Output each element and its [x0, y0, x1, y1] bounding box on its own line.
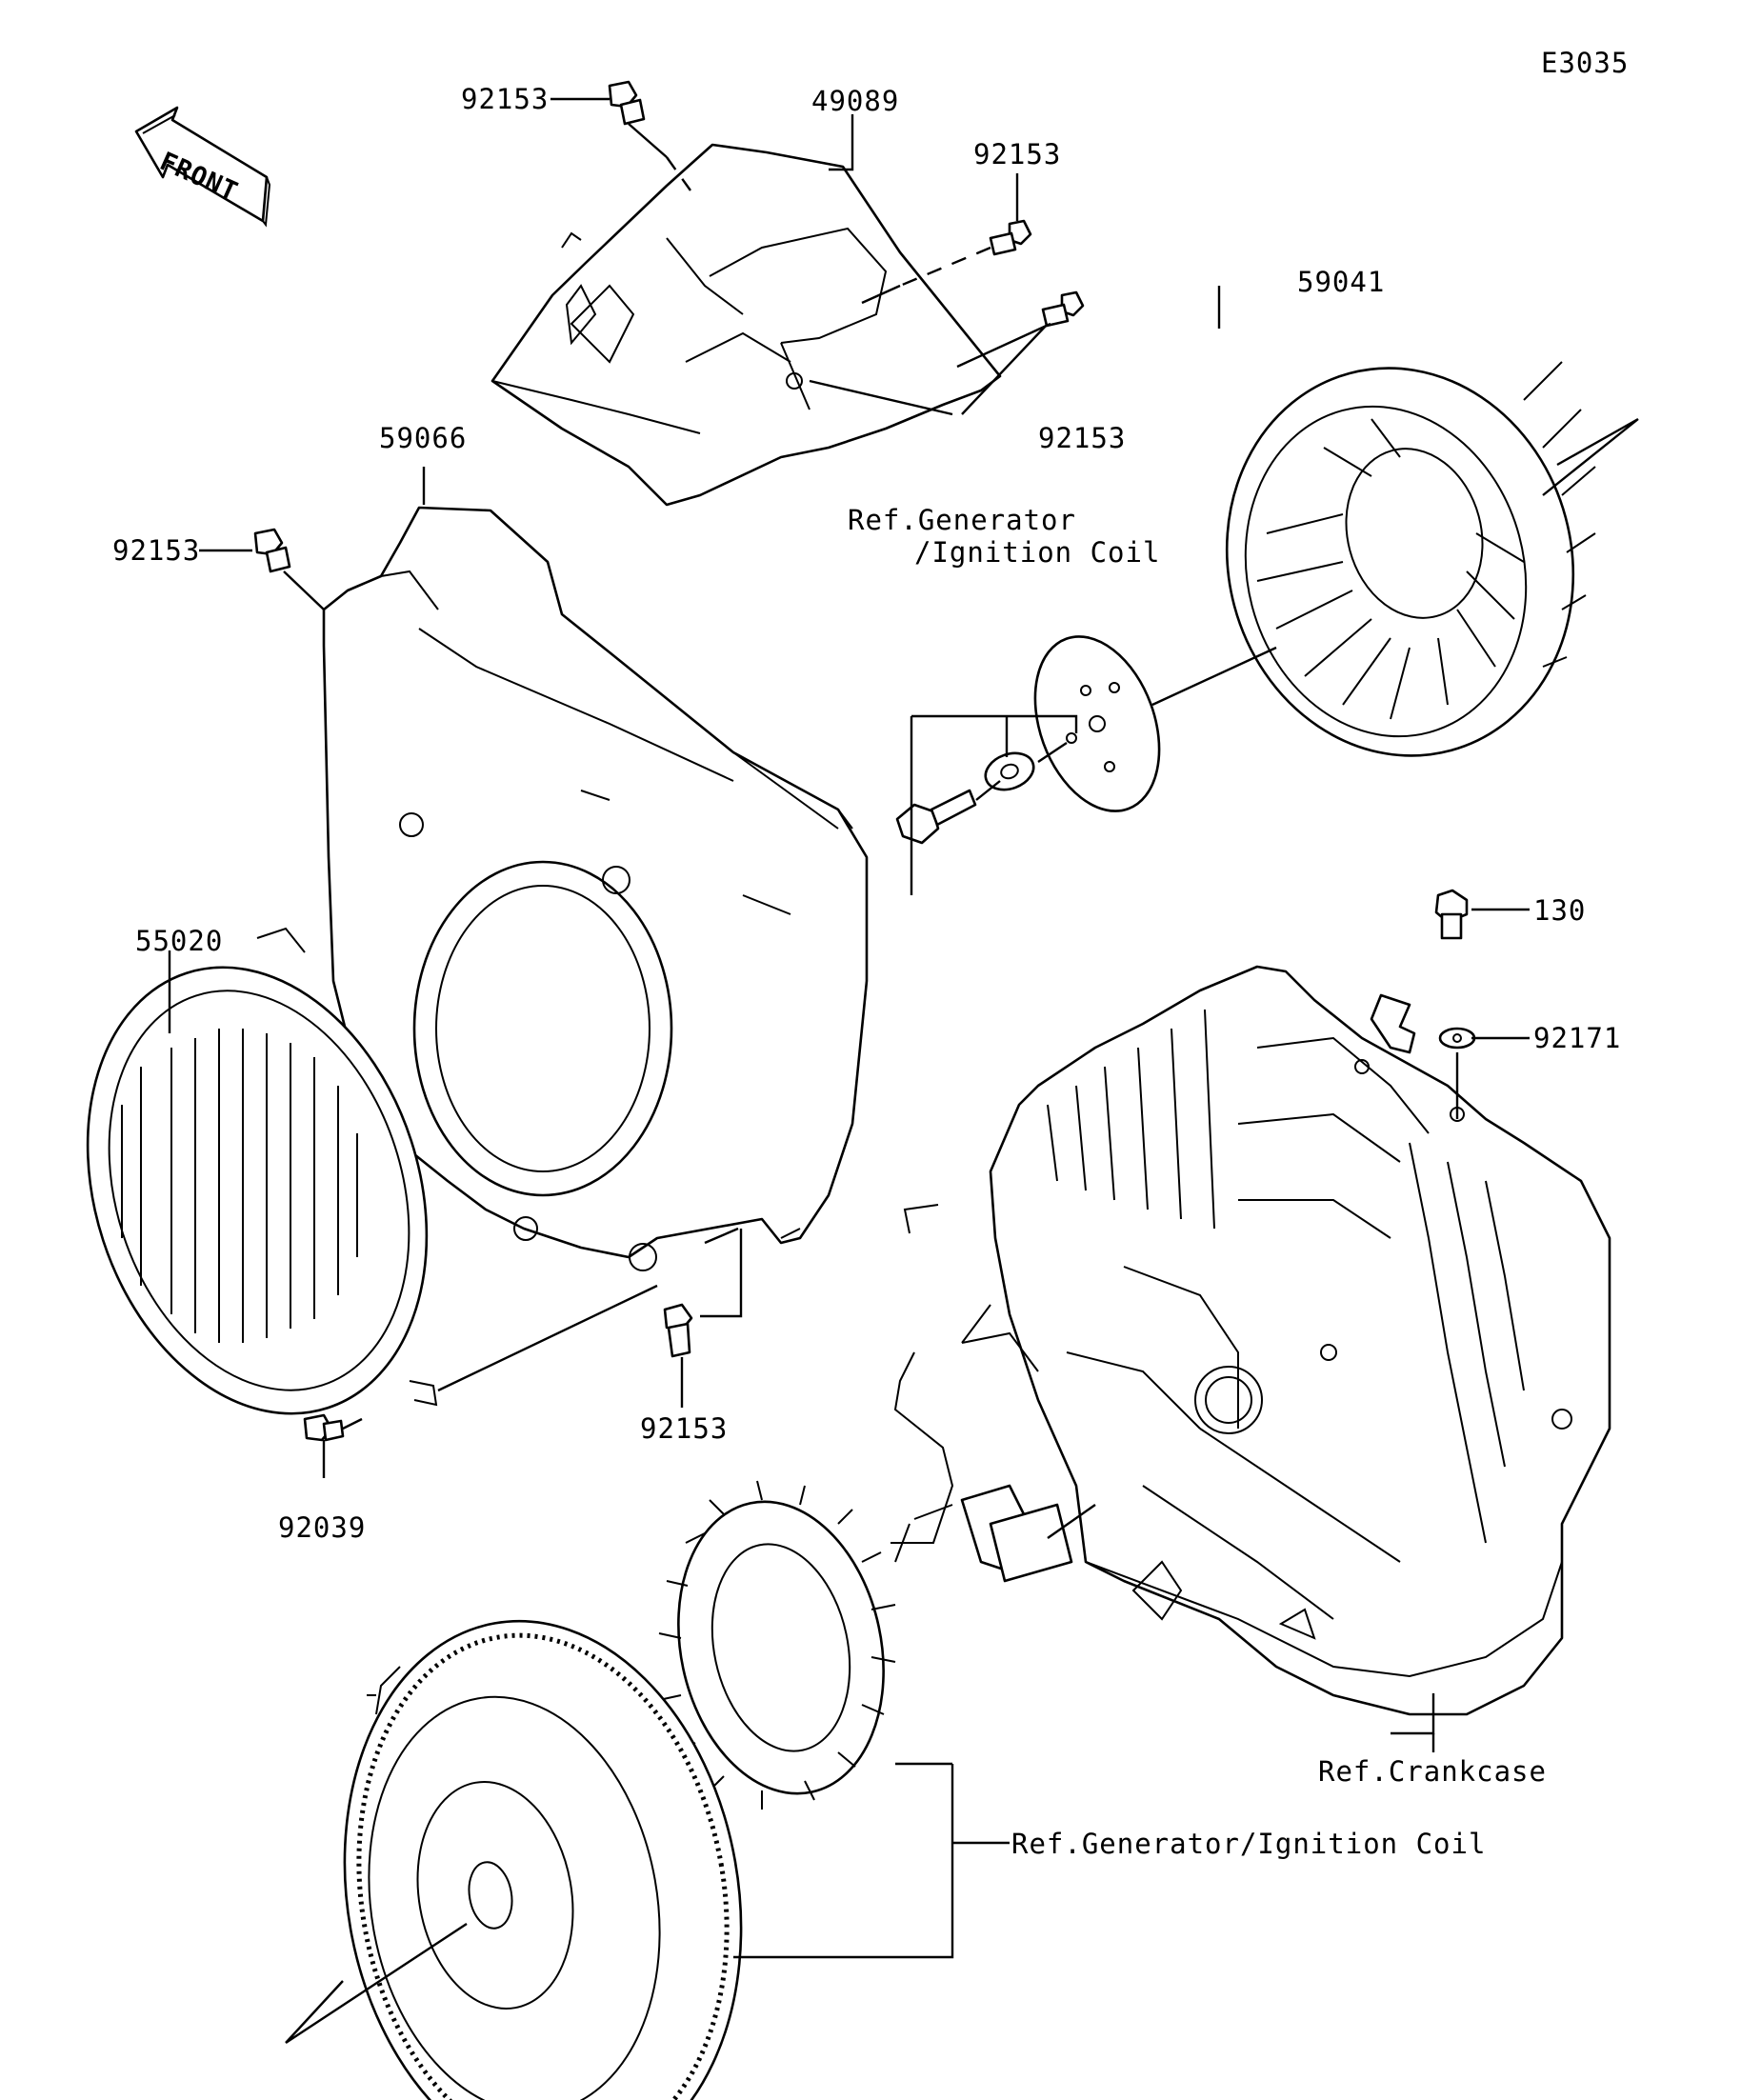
leader-lines — [168, 97, 1639, 2045]
bolt-92153-top — [608, 80, 646, 126]
generator-plate — [1033, 635, 1161, 812]
front-arrow-icon: FRONT — [134, 106, 271, 228]
part-label-49089: 49089 — [811, 85, 899, 117]
part-label-92153-top: 92153 — [461, 83, 549, 115]
bolt-92153-right-bottom — [1041, 290, 1085, 328]
connector-wire — [891, 1204, 1073, 1583]
bolt-92153-bottom — [663, 1303, 693, 1358]
part-label-59041: 59041 — [1297, 266, 1385, 298]
bolt-92039 — [303, 1413, 345, 1442]
crankcase-block — [961, 965, 1611, 1716]
part-label-92039: 92039 — [278, 1511, 366, 1544]
stator-coil — [658, 1480, 896, 1810]
shroud-cover-49089 — [490, 143, 1002, 507]
ref-generator-label-line1: Ref.Generator — [848, 504, 1076, 536]
cooling-fan-59041 — [1225, 361, 1596, 757]
washer — [984, 751, 1035, 791]
bolt-92153-left — [253, 528, 291, 573]
part-label-92153-right-bottom: 92153 — [1038, 422, 1126, 454]
part-label-92171: 92171 — [1533, 1022, 1621, 1054]
flywheel — [343, 1619, 743, 2100]
part-label-92153-bottom: 92153 — [640, 1412, 728, 1445]
part-label-92153-right-top: 92153 — [973, 138, 1061, 170]
fan-housing-59066 — [322, 506, 869, 1271]
ref-crankcase-label: Ref.Crankcase — [1318, 1755, 1547, 1788]
diagram-code: E3035 — [1541, 47, 1629, 79]
part-label-59066: 59066 — [379, 422, 467, 454]
fan-screen-55020 — [86, 927, 438, 1415]
clamp-92171 — [1370, 993, 1476, 1054]
ref-generator-bottom-label: Ref.Generator/Ignition Coil — [1011, 1828, 1486, 1860]
part-label-55020: 55020 — [135, 925, 223, 957]
part-label-130: 130 — [1533, 894, 1586, 927]
part-label-92153-left: 92153 — [112, 534, 200, 567]
bolt-92153-right-top — [989, 219, 1032, 256]
ref-generator-label-line2: /Ignition Coil — [914, 536, 1160, 569]
bolt-generator — [895, 789, 977, 845]
bolt-130 — [1434, 889, 1469, 940]
